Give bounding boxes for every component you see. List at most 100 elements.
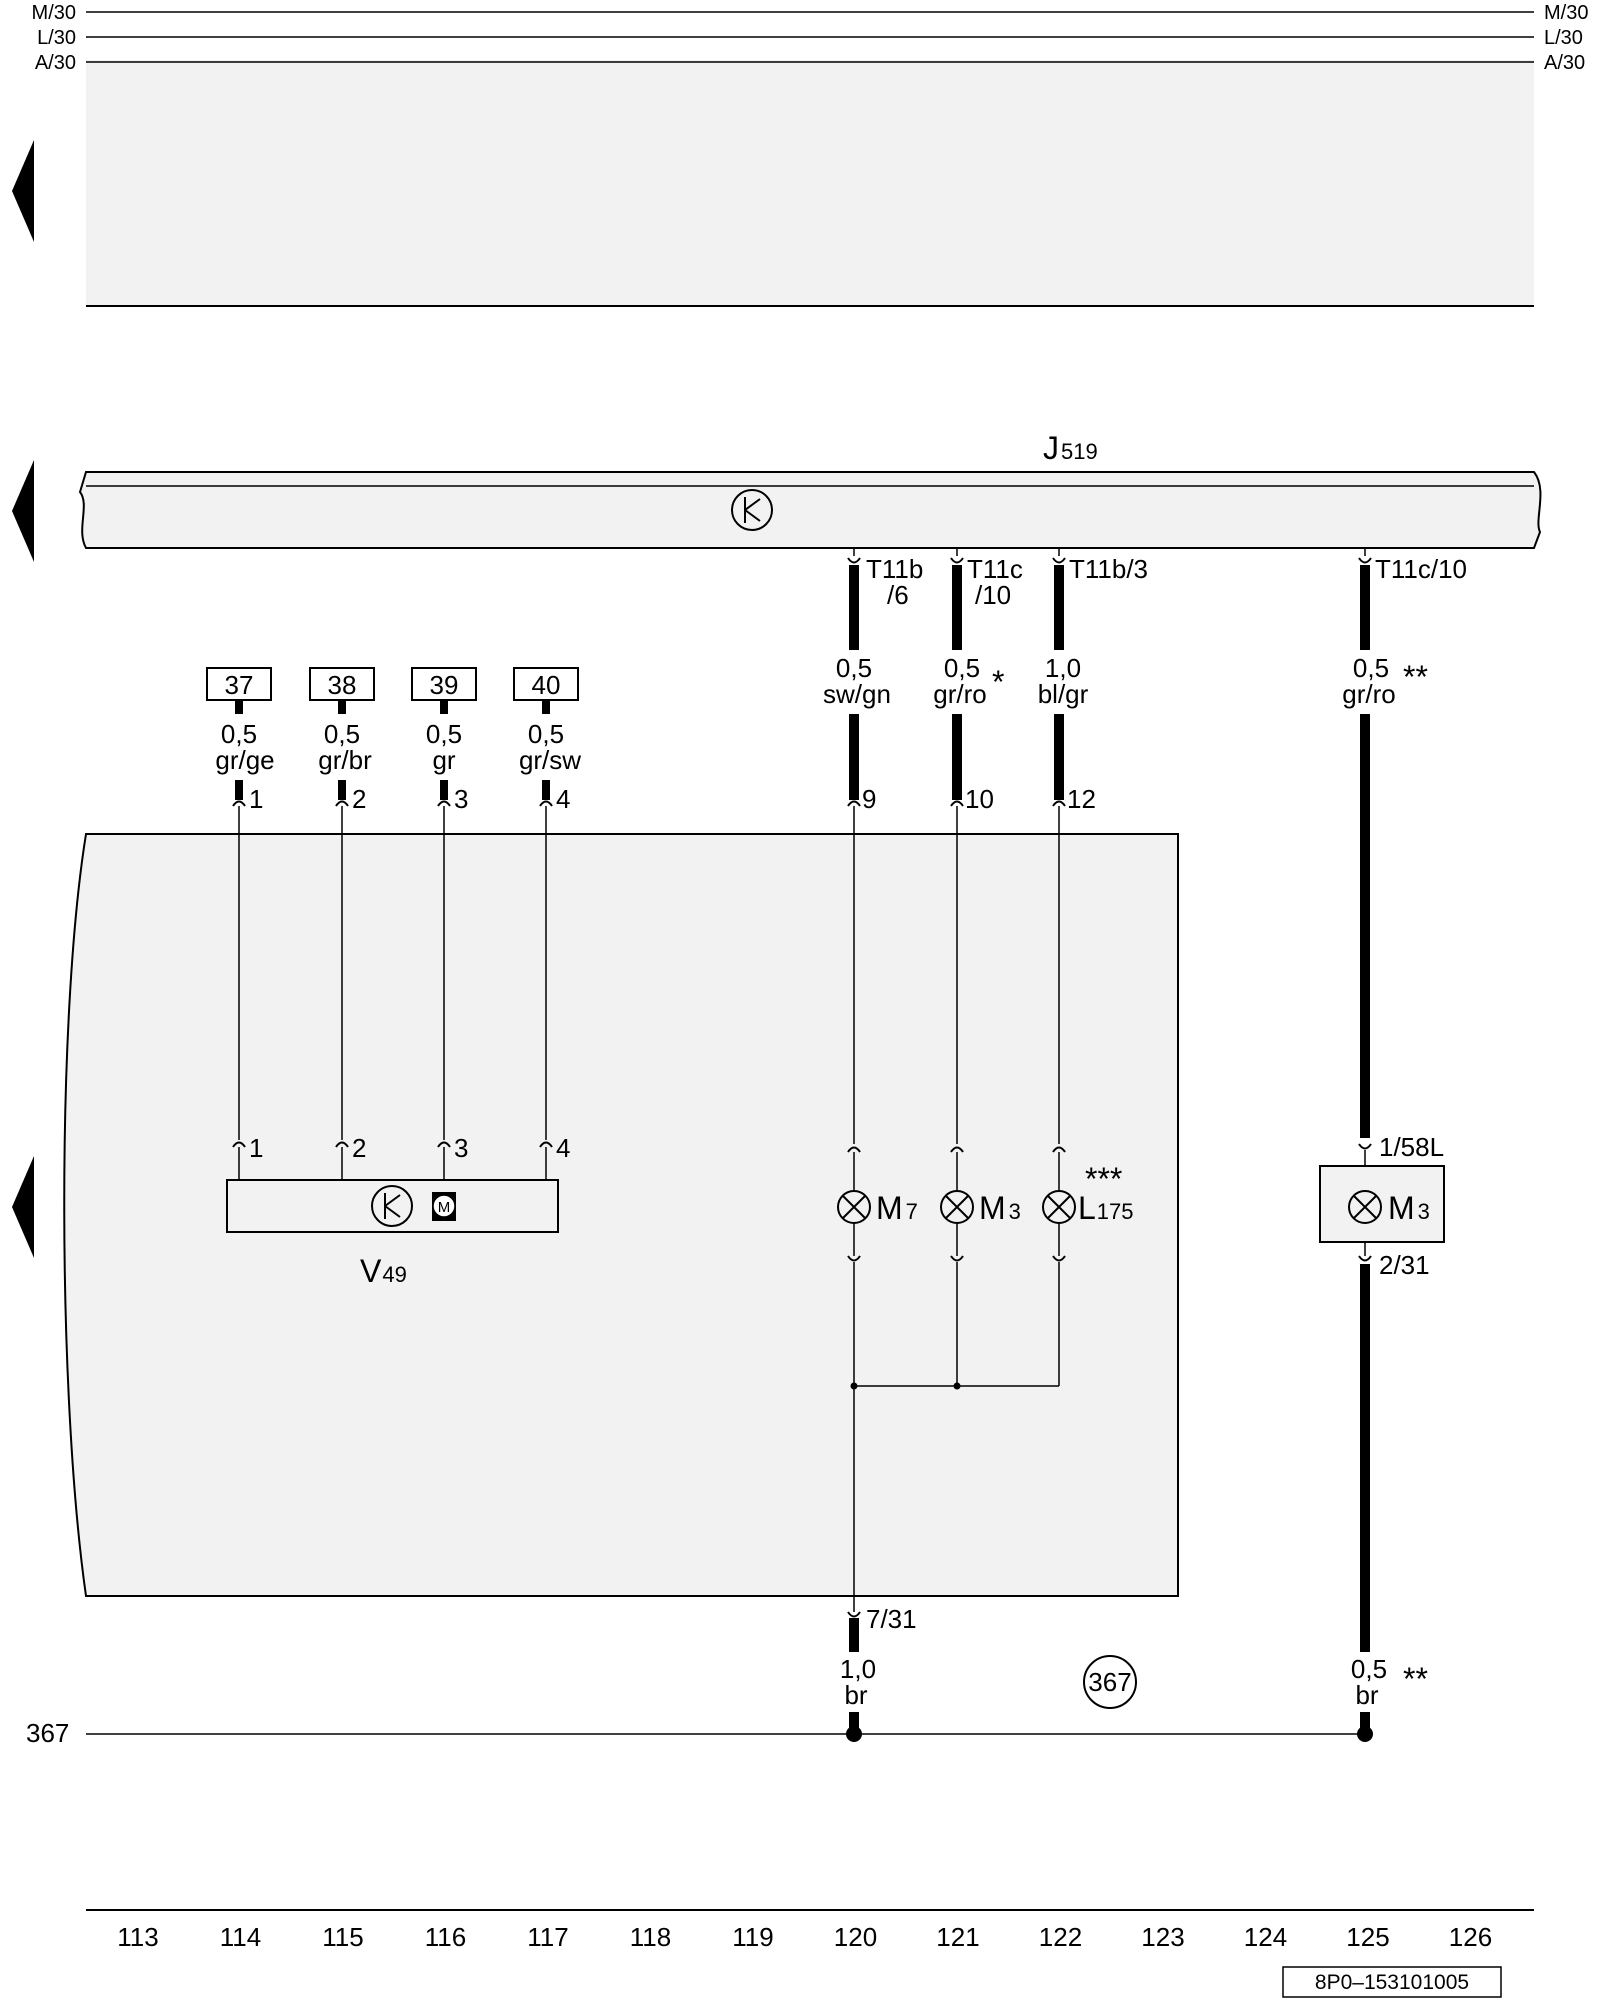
- motor-icon-circle: [432, 1194, 456, 1218]
- wire-color: gr/br: [318, 745, 372, 775]
- pin-label: 12: [1067, 784, 1096, 814]
- lamp-l175: L175 ***: [1042, 1161, 1134, 1226]
- connector-mark: [847, 800, 861, 807]
- connector-mark: [847, 1255, 861, 1262]
- connector-label: T11c: [967, 554, 1023, 584]
- control-unit-label: J519: [1043, 430, 1098, 466]
- motor-box: [226, 1179, 559, 1233]
- motor-pin-label: 1: [249, 1133, 263, 1163]
- wire-color: gr/ro: [933, 679, 986, 709]
- track-number: 122: [1039, 1922, 1082, 1952]
- connector-label: 7/31: [866, 1604, 917, 1634]
- wire-note: **: [1403, 659, 1428, 695]
- wire-color: gr/ro: [1342, 679, 1395, 709]
- connector-mark: [950, 800, 964, 807]
- wire-note: *: [992, 664, 1004, 700]
- motor-pin-label: 3: [454, 1133, 468, 1163]
- ground-rail-label: 367: [26, 1718, 69, 1748]
- drawing-number-box: [1282, 1966, 1502, 1998]
- motor-icon-letter: M: [438, 1199, 451, 1216]
- control-unit-j519: J519: [78, 430, 1542, 549]
- bus-bar: [78, 471, 1542, 549]
- ref-box-37-label: 37: [225, 670, 254, 700]
- junction-dot: [953, 1382, 961, 1390]
- connector-mark: [232, 1141, 246, 1148]
- connector-mark: [1052, 800, 1066, 807]
- ground-junction: [1357, 1726, 1373, 1742]
- lamp-note: ***: [1085, 1161, 1122, 1197]
- connector-mark: [847, 1611, 861, 1618]
- ground-point-label: 367: [1088, 1667, 1131, 1697]
- lamp-cross: [945, 1195, 969, 1219]
- motor-pin-label: 4: [556, 1133, 570, 1163]
- electronics-icon-glyph: [384, 1193, 401, 1219]
- connector-mark: [1358, 1255, 1372, 1262]
- track-number: 125: [1346, 1922, 1389, 1952]
- wire-gauge: 0,5: [221, 719, 257, 749]
- track-number: 113: [117, 1922, 158, 1952]
- pin-label: 1: [249, 784, 263, 814]
- upper-panel: [86, 60, 1534, 306]
- wire-color: br: [844, 1680, 867, 1710]
- connector-label: T11b: [866, 554, 923, 584]
- ref-box-38-label: 38: [328, 670, 357, 700]
- pin-label: 10: [965, 784, 994, 814]
- ref-box-40-label: 40: [532, 670, 561, 700]
- connector-mark: [1052, 1255, 1066, 1262]
- pin-label: 4: [556, 784, 570, 814]
- track-number: 115: [322, 1922, 363, 1952]
- track-number: 123: [1141, 1922, 1184, 1952]
- track-number: 124: [1244, 1922, 1287, 1952]
- connector-mark: [1052, 557, 1066, 564]
- track-number: 114: [220, 1922, 261, 1952]
- junction-dot: [850, 1382, 858, 1390]
- lamp-cross: [842, 1195, 866, 1219]
- drawing-number: 8P0–153101005: [1315, 1971, 1469, 1994]
- connector-label: /6: [887, 580, 909, 610]
- connector-mark: [539, 1141, 553, 1148]
- electronics-icon-glyph: [744, 497, 761, 523]
- ref-box-37: [206, 667, 272, 701]
- pin-label: 3: [454, 784, 468, 814]
- wire-gauge: 0,5: [1353, 653, 1389, 683]
- ref-box-40: [513, 667, 579, 701]
- wire-gauge: 0,5: [1351, 1654, 1387, 1684]
- track-number: 126: [1449, 1922, 1492, 1952]
- reference-wires: 37 38 39 40 0,5 gr/ge 0,5 gr/br 0,5 gr 0…: [206, 667, 581, 1180]
- connector-mark: [437, 1141, 451, 1148]
- ground-rail: 367: [26, 1718, 1373, 1748]
- wire-gauge: 1,0: [1045, 653, 1081, 683]
- rail-label-right-a30: A/30: [1544, 52, 1585, 74]
- motor-label: V49: [360, 1253, 407, 1289]
- lamp-box: [1319, 1165, 1445, 1243]
- ground-point-circle: [1083, 1655, 1137, 1709]
- top-rails: M/30 L/30 A/30 M/30 L/30 A/30: [32, 2, 1588, 307]
- track-number: 121: [936, 1922, 979, 1952]
- connector-label: T11b/3: [1069, 554, 1148, 584]
- connector-mark: [1358, 1143, 1372, 1150]
- connector-mark: [232, 800, 246, 807]
- wire-color: br: [1355, 1680, 1378, 1710]
- lamp-cross: [1353, 1195, 1377, 1219]
- track-number: 116: [425, 1922, 466, 1952]
- margin-arrow-icon: [12, 1156, 34, 1258]
- connector-mark: [950, 1146, 964, 1153]
- connector-mark: [950, 557, 964, 564]
- connector-mark: [437, 800, 451, 807]
- motor-v49: M V49: [226, 1179, 559, 1289]
- wire-color: gr: [432, 745, 455, 775]
- pin-label: 9: [862, 784, 876, 814]
- wire-color: sw/gn: [823, 679, 891, 709]
- electronics-icon: [731, 489, 773, 531]
- connector-label: /10: [975, 580, 1011, 610]
- upper-thick-wires: 0,5 sw/gn 0,5 gr/ro * 1,0 bl/gr 0,5 gr/r…: [823, 565, 1428, 1138]
- rail-label-right-l30: L/30: [1544, 27, 1583, 49]
- wire-note: **: [1403, 1661, 1428, 1697]
- rail-label-left-m30: M/30: [32, 2, 76, 24]
- rail-label-right-m30: M/30: [1544, 2, 1588, 24]
